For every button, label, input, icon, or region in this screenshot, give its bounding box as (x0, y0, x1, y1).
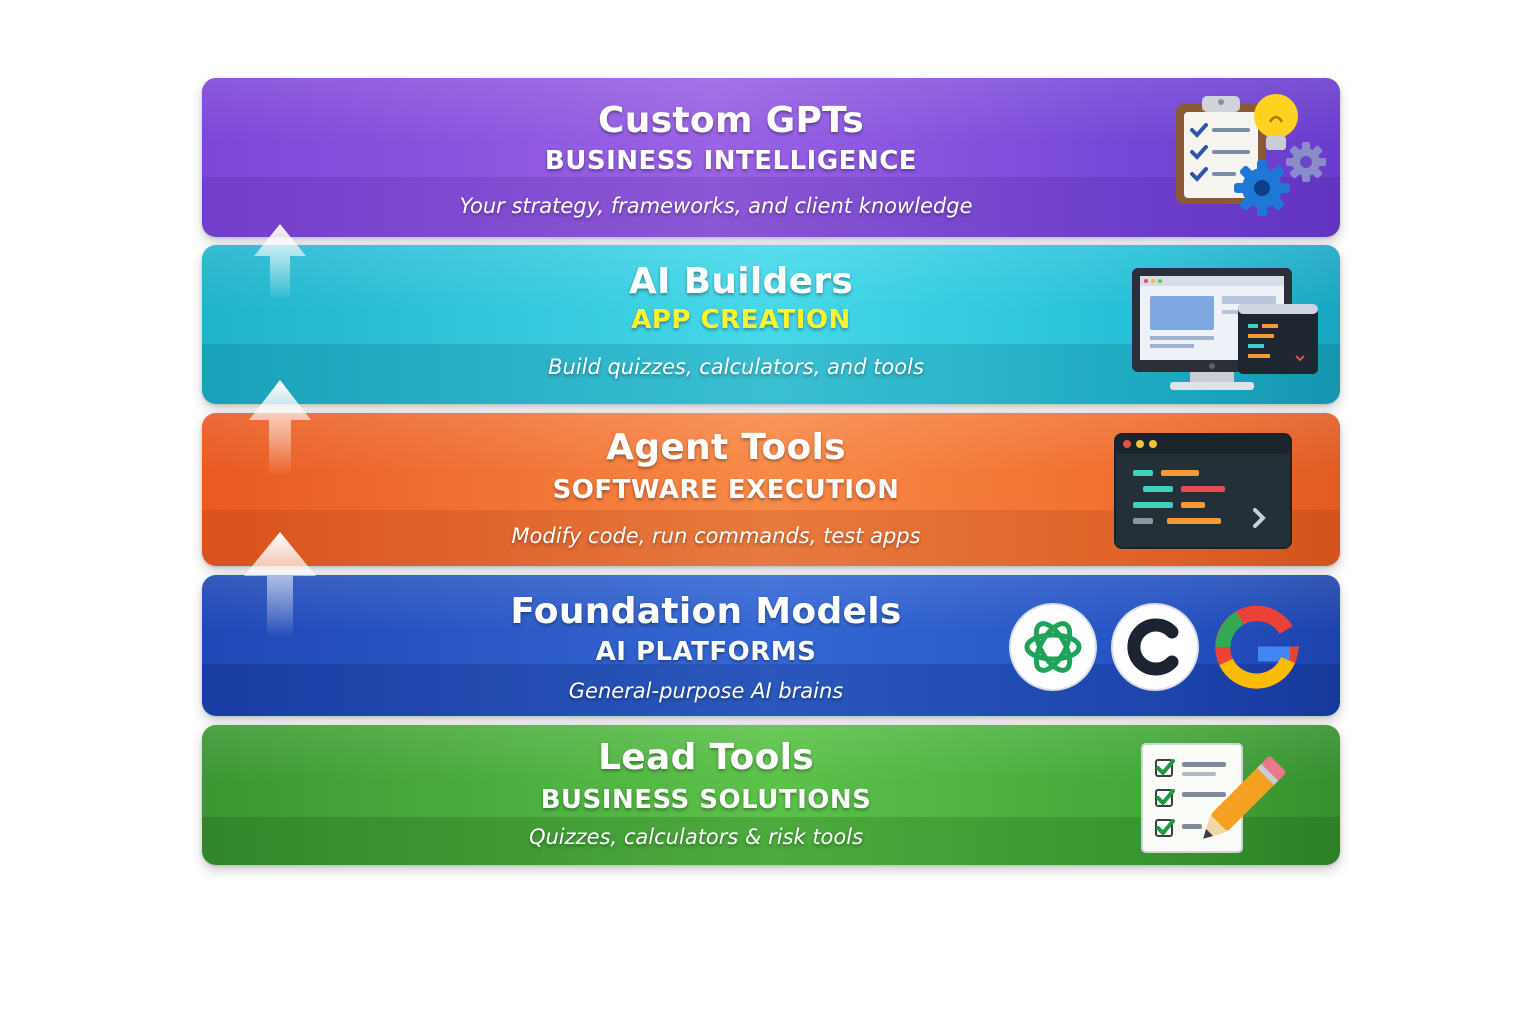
c-logo-icon (1111, 603, 1199, 691)
layer-subtitle: BUSINESS INTELLIGENCE (544, 146, 918, 176)
layer-title: AI Builders (628, 261, 854, 302)
up-arrow-icon (254, 224, 306, 300)
layer-description: Your strategy, frameworks, and client kn… (459, 194, 973, 218)
layer-description: Build quizzes, calculators, and tools (548, 355, 924, 379)
layer-title: Custom GPTs (598, 100, 864, 141)
computer-monitor-app-icon (1132, 268, 1318, 390)
layer-subtitle: APP CREATION (631, 305, 851, 335)
checklist-pencil-icon (1141, 743, 1286, 853)
code-terminal-icon (1114, 433, 1292, 549)
layer-title: Lead Tools (598, 737, 814, 778)
layer-subtitle: SOFTWARE EXECUTION (552, 475, 900, 505)
ai-platform-logos-icon (1008, 602, 1304, 692)
layer-subtitle: AI PLATFORMS (595, 637, 817, 667)
clipboard-lightbulb-gears-icon (1176, 94, 1326, 216)
layer-description: Modify code, run commands, test apps (511, 524, 921, 548)
up-arrow-icon (249, 380, 311, 476)
layer-title: Foundation Models (510, 591, 902, 632)
layer-custom-gpts: Custom GPTs BUSINESS INTELLIGENCE Your s… (202, 78, 1340, 237)
up-arrow-icon (244, 532, 316, 638)
openai-logo-icon (1009, 603, 1097, 691)
layer-description: General-purpose AI brains (568, 679, 844, 703)
layer-subtitle: BUSINESS SOLUTIONS (540, 785, 872, 815)
layer-foundation-models: Foundation Models AI PLATFORMS General-p… (202, 575, 1340, 716)
google-logo-icon (1215, 605, 1300, 689)
layer-description: Quizzes, calculators & risk tools (528, 825, 864, 849)
layer-title: Agent Tools (606, 427, 846, 468)
